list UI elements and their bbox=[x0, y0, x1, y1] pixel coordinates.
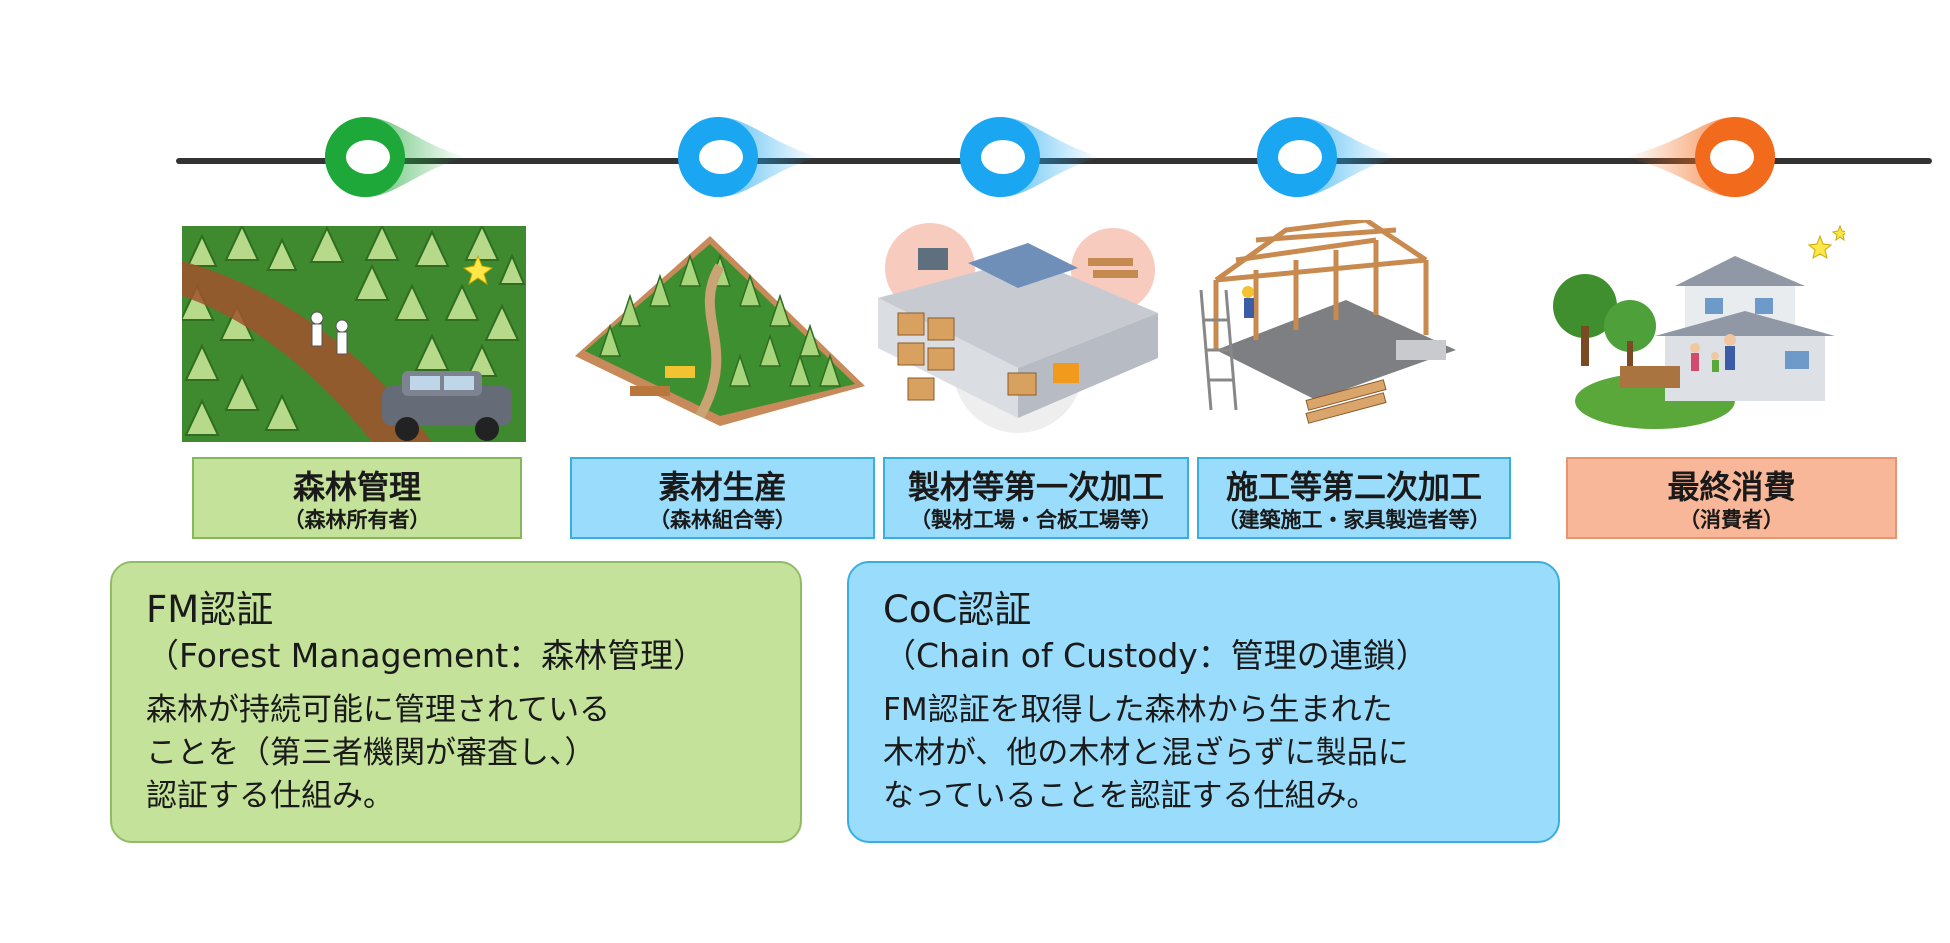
timeline-marker-material bbox=[678, 117, 818, 197]
stage-secondary-processing: 施工等第二次加工 （建築施工・家具製造者等） bbox=[1197, 457, 1511, 539]
fm-certification-panel: FM認証 （Forest Management：森林管理） 森林が持続可能に管理… bbox=[110, 561, 802, 843]
timeline-marker-secondary bbox=[1257, 117, 1397, 197]
coc-certification-panel: CoC認証 （Chain of Custody：管理の連鎖） FM認証を取得した… bbox=[847, 561, 1560, 843]
primary-processing-illustration bbox=[878, 223, 1158, 433]
stage-subtitle: （森林組合等） bbox=[649, 508, 796, 532]
stage-title: 最終消費 bbox=[1667, 468, 1796, 506]
cert-description-line: ことを（第三者機関が審査し、） bbox=[146, 735, 596, 771]
timeline-marker-primary bbox=[960, 117, 1100, 197]
cert-description-line: 木材が、他の木材と混ざらずに製品に bbox=[883, 735, 1409, 771]
stage-subtitle: （森林所有者） bbox=[283, 508, 431, 532]
stage-title: 施工等第二次加工 bbox=[1225, 468, 1482, 506]
secondary-processing-illustration bbox=[1199, 220, 1456, 424]
stage-subtitle: （製材工場・合板工場等） bbox=[910, 508, 1162, 532]
cert-description-line: 森林が持続可能に管理されている bbox=[146, 692, 611, 728]
final-consumption-illustration bbox=[1553, 224, 1845, 429]
stage-title: 製材等第一次加工 bbox=[907, 468, 1164, 506]
cert-name: CoC認証 bbox=[883, 588, 1032, 631]
cert-full-name: （Chain of Custody：管理の連鎖） bbox=[883, 636, 1429, 675]
stage-final-consumption: 最終消費 （消費者） bbox=[1566, 457, 1897, 539]
timeline-marker-consumption bbox=[1625, 117, 1775, 197]
cert-description: 森林が持続可能に管理されている ことを（第三者機関が審査し、） 認証する仕組み。 bbox=[146, 689, 770, 818]
cert-full-name: （Forest Management：森林管理） bbox=[146, 636, 707, 675]
cert-description-line: FM認証を取得した森林から生まれた bbox=[883, 692, 1393, 728]
stage-subtitle: （建築施工・家具製造者等） bbox=[1217, 508, 1491, 532]
cert-description-line: 認証する仕組み。 bbox=[146, 778, 394, 814]
stage-title: 素材生産 bbox=[658, 468, 787, 506]
cert-description: FM認証を取得した森林から生まれた 木材が、他の木材と混ざらずに製品に なってい… bbox=[883, 689, 1528, 818]
timeline-marker-forest bbox=[325, 117, 465, 197]
stage-title: 森林管理 bbox=[292, 468, 421, 506]
cert-description-line: なっていることを認証する仕組み。 bbox=[883, 778, 1378, 814]
cert-name: FM認証 bbox=[146, 588, 274, 631]
stage-material-production: 素材生産 （森林組合等） bbox=[570, 457, 875, 539]
forest-management-illustration bbox=[182, 226, 526, 442]
material-production-illustration bbox=[575, 236, 865, 426]
stage-primary-processing: 製材等第一次加工 （製材工場・合板工場等） bbox=[883, 457, 1189, 539]
stage-forest-management: 森林管理 （森林所有者） bbox=[192, 457, 522, 539]
stage-subtitle: （消費者） bbox=[1679, 508, 1784, 532]
